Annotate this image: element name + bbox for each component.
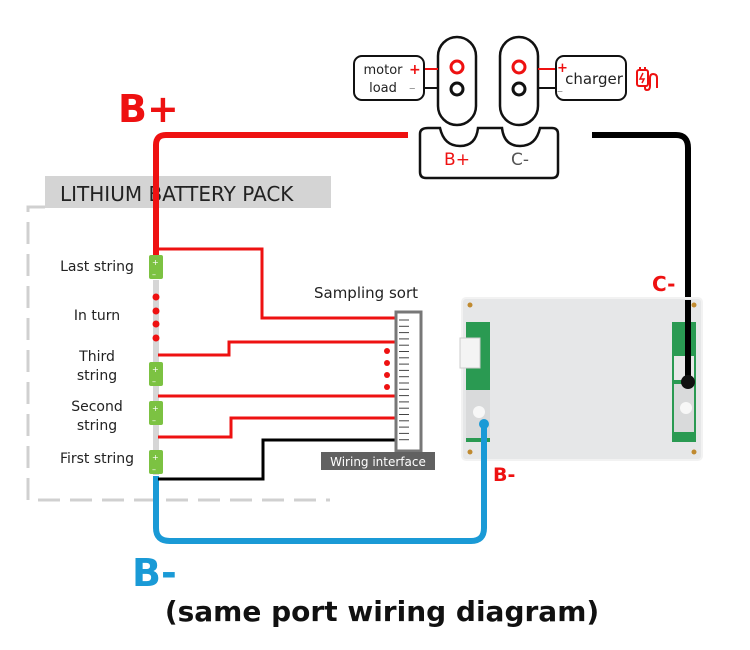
- c-minus-board-label: C-: [652, 272, 675, 296]
- pack-outline: [26, 205, 330, 502]
- sampling-wires: [158, 247, 396, 481]
- cell-label-third-1: Third: [78, 349, 115, 365]
- cell-first: + –: [149, 450, 163, 474]
- caption: (same port wiring diagram): [165, 595, 599, 628]
- cell-label-in-turn: In turn: [74, 308, 120, 324]
- b-minus-board-label: B-: [493, 464, 515, 486]
- svg-text:+: +: [152, 453, 159, 462]
- svg-text:–: –: [152, 377, 156, 386]
- sampling-dots: [384, 348, 390, 390]
- sampling-wire-last: [158, 247, 396, 320]
- b-minus-dot: [479, 419, 489, 429]
- plug-b-plus: [436, 35, 478, 127]
- svg-text:+: +: [152, 258, 159, 267]
- charger-plug-icon: [636, 67, 658, 92]
- bms-board: [459, 297, 703, 461]
- cell-label-third-2: string: [77, 368, 117, 384]
- cell-label-second-1: Second: [71, 399, 123, 415]
- b-minus-wire: [153, 425, 487, 544]
- cell-label-second-2: string: [77, 418, 117, 434]
- svg-text:–: –: [152, 465, 156, 474]
- pack-header: [45, 176, 331, 208]
- motor-load-box: motor load + –: [353, 55, 438, 101]
- balance-port: [459, 337, 481, 369]
- plug-c-minus: [498, 35, 540, 127]
- svg-text:–: –: [152, 416, 156, 425]
- wiring-interface-label-bg: [321, 452, 435, 470]
- c-minus-dot: [681, 375, 695, 389]
- svg-text:–: –: [409, 81, 416, 96]
- cell-last: + –: [149, 255, 163, 279]
- sampling-wire-first: [158, 416, 396, 439]
- connector-b-plus: B+: [444, 150, 470, 170]
- b-plus-big-label: B+: [118, 87, 179, 131]
- charger-box: + – charger: [538, 55, 627, 101]
- svg-text:+: +: [409, 62, 421, 78]
- cell-label-first: First string: [60, 451, 134, 467]
- svg-text:motor: motor: [363, 63, 403, 78]
- svg-text:load: load: [369, 81, 397, 96]
- b-plus-wire: [153, 132, 408, 255]
- cell-second: + –: [149, 401, 163, 425]
- wiring-interface-connector: [394, 310, 423, 453]
- pack-title: LITHIUM BATTERY PACK: [60, 182, 294, 206]
- cell-third: + –: [149, 362, 163, 386]
- svg-text:charger: charger: [565, 70, 624, 88]
- cell-label-last: Last string: [60, 259, 134, 275]
- sampling-wire-third: [158, 340, 396, 357]
- in-turn-dots: [152, 293, 160, 342]
- b-minus-big-label: B-: [132, 551, 177, 595]
- connector-c-minus: C-: [511, 150, 529, 170]
- sampling-wire-ground: [158, 438, 396, 481]
- wiring-interface-label: Wiring interface: [330, 455, 426, 469]
- svg-text:+: +: [557, 61, 568, 76]
- c-minus-wire: [592, 132, 691, 380]
- svg-text:+: +: [152, 404, 159, 413]
- output-connector: B+ C-: [418, 126, 560, 180]
- sampling-sort-label: Sampling sort: [314, 284, 418, 302]
- svg-text:+: +: [152, 365, 159, 374]
- svg-text:–: –: [152, 270, 156, 279]
- svg-text:–: –: [557, 84, 563, 98]
